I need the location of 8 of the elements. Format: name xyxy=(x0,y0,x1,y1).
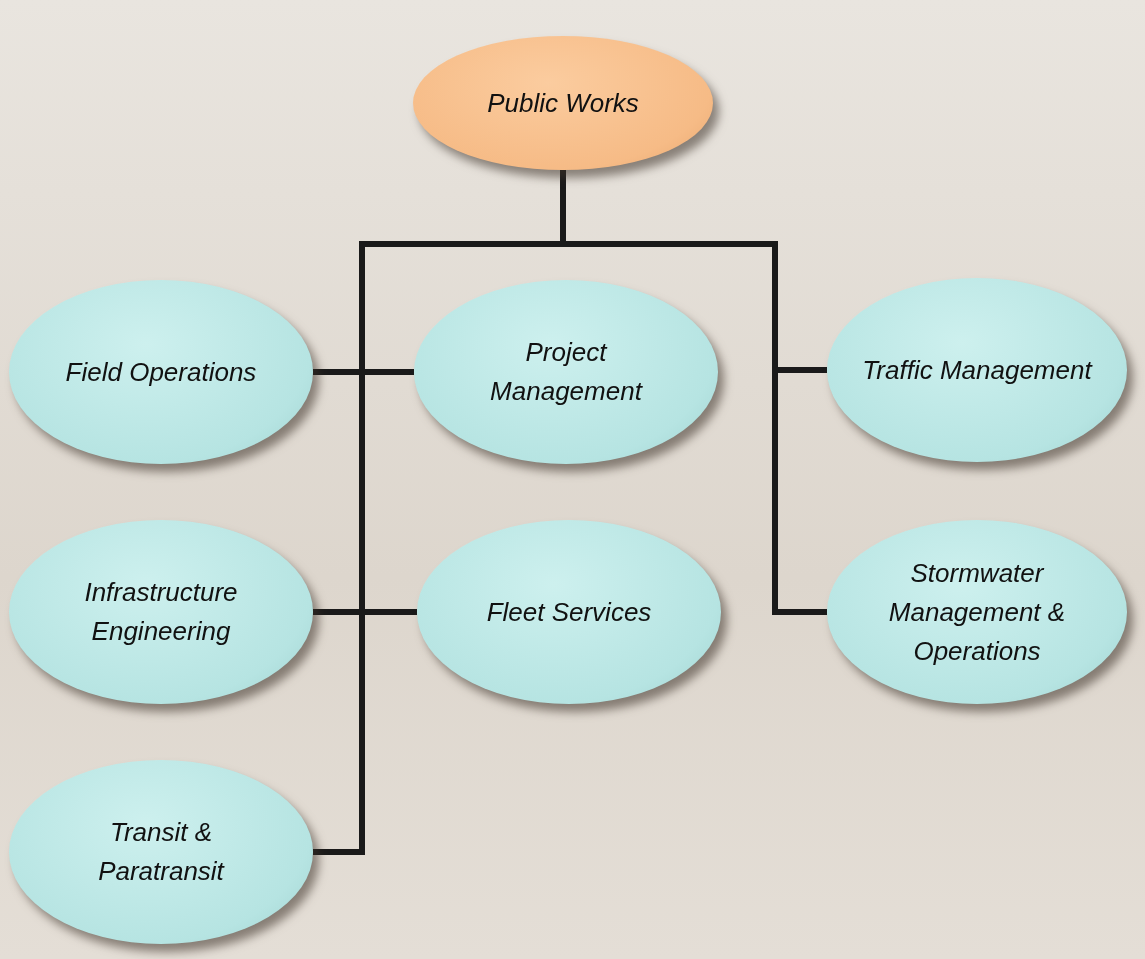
node-label: Traffic Management xyxy=(862,353,1092,387)
node-label: Infrastructure Engineering xyxy=(83,576,239,648)
node-label: Fleet Services xyxy=(486,595,652,629)
node-label: Stormwater Management & Operations xyxy=(887,556,1067,668)
node-label: Field Operations xyxy=(65,355,257,389)
node-label: Transit & Paratransit xyxy=(97,816,226,888)
node-label: Project Management xyxy=(489,336,644,408)
node-label: Public Works xyxy=(487,86,639,120)
